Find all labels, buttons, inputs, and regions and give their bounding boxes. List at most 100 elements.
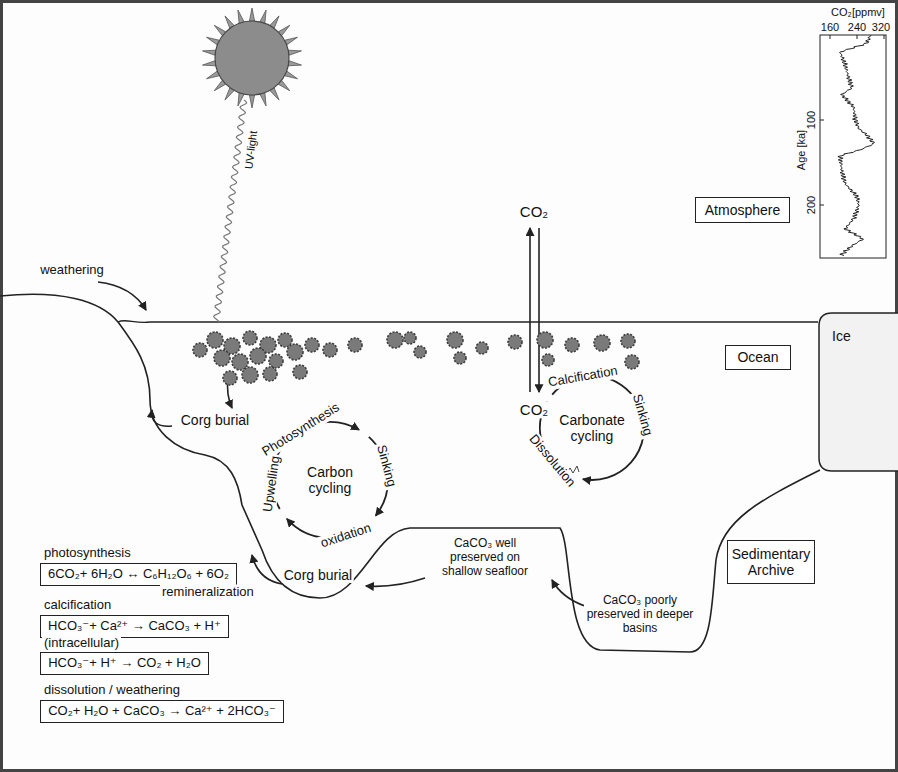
axis-label: 320 <box>870 21 892 34</box>
coccolithophore <box>542 354 554 366</box>
compartment-box: Atmosphere <box>695 197 790 223</box>
burial-arrow <box>252 555 282 584</box>
sun-ray <box>238 10 244 23</box>
sun-ray <box>260 10 266 23</box>
ice-outline <box>818 312 898 472</box>
equation-box: CO₂+ H₂O + CaCO₃ → Ca²⁺ + 2HCO₃⁻ <box>40 700 284 723</box>
process-label: CO₂ <box>518 401 550 418</box>
coccolithophore <box>263 367 277 381</box>
coccolithophore <box>508 335 522 349</box>
coccolithophore <box>193 343 207 357</box>
process-label: weathering <box>38 263 106 278</box>
co2-up-arrow <box>529 228 531 392</box>
uv-beam <box>214 100 247 322</box>
box-text: HCO₃⁻+ Ca²⁺ → CaCO₃ + H⁺ <box>48 619 221 634</box>
equation-caption: photosynthesis <box>42 546 133 561</box>
compartment-box: Sedimentary Archive <box>727 540 815 584</box>
coccolithophore <box>404 332 416 344</box>
coccolithophore <box>621 334 635 348</box>
process-label: CaCO₃ poorly preserved in deeper basins <box>584 594 696 635</box>
process-label: Corg burial <box>282 567 354 583</box>
coccolithophore <box>305 338 319 352</box>
coccolithophore <box>207 332 223 348</box>
sun-ray <box>288 61 301 66</box>
process-label: UV-light <box>242 128 260 172</box>
equation-caption: (intracellular) <box>42 636 121 651</box>
equation-box: HCO₃⁻+ H⁺ → CO₂ + H₂O <box>40 652 209 675</box>
axis-label: Age [ka] <box>795 128 808 172</box>
coccolithophore <box>387 332 403 348</box>
coccolithophore <box>565 338 579 352</box>
box-text: CO₂+ H₂O + CaCO₃ → Ca²⁺ + 2HCO₃⁻ <box>48 704 276 719</box>
equation-caption: remineralization <box>160 585 256 600</box>
box-text: Atmosphere <box>705 202 780 218</box>
box-text: Ice <box>832 328 851 344</box>
process-label: CaCO₃ well preserved on shallow seafloor <box>427 537 543 578</box>
axis-label: 200 <box>805 194 818 216</box>
box-text: Ocean <box>737 349 778 365</box>
illustration-strokes <box>193 8 884 538</box>
co2-down-arrow <box>538 228 540 392</box>
axis-tick <box>857 35 858 39</box>
axis-label: 240 <box>846 21 868 34</box>
coccolithophore <box>537 332 553 348</box>
sea-surface <box>118 321 818 323</box>
chart-frame <box>820 35 886 258</box>
coccolithophore <box>269 354 283 368</box>
coccolithophore <box>476 342 488 354</box>
compartment-box: Ocean <box>725 345 791 370</box>
axis-tick <box>820 120 824 121</box>
process-label: oxidation <box>317 520 375 552</box>
axis-tick <box>820 205 824 206</box>
preservation-arrow <box>552 580 585 606</box>
process-label: Carbonate cycling <box>551 412 633 444</box>
process-label: Sinking <box>373 442 400 491</box>
axis-label: 160 <box>819 21 841 34</box>
process-label: Photosynthesis <box>258 399 344 461</box>
coccolithophore <box>293 365 307 379</box>
equation-box: 6CO₂+ 6H₂O ↔ C₆H₁₂O₆ + 6O₂ <box>40 563 237 586</box>
sun-ray <box>260 93 266 106</box>
coccolithophore <box>454 352 466 364</box>
axis-tick <box>884 35 885 39</box>
process-label: Carbon cycling <box>297 464 363 496</box>
process-label: CO₂ <box>518 203 550 220</box>
axis-label: CO₂[ppmv] <box>829 6 887 19</box>
coccolithophore <box>250 348 266 364</box>
box-text: HCO₃⁻+ H⁺ → CO₂ + H₂O <box>48 656 201 671</box>
weathering-arrow <box>98 282 146 310</box>
coccolithophore <box>348 338 362 352</box>
sun-ray <box>203 61 216 66</box>
coccolithophore <box>287 344 303 360</box>
burial-arrow <box>152 410 172 426</box>
coccolithophore <box>243 331 257 345</box>
sun-ray <box>238 93 244 106</box>
box-text: 6CO₂+ 6H₂O ↔ C₆H₁₂O₆ + 6O₂ <box>48 567 229 582</box>
coccolithophore <box>414 346 426 358</box>
coccolithophore <box>214 350 230 366</box>
equation-caption: dissolution / weathering <box>42 683 182 698</box>
coccolithophore <box>242 367 258 383</box>
preservation-arrow <box>366 578 425 586</box>
coccolithophore <box>223 371 237 385</box>
coccolithophore <box>447 332 463 348</box>
process-label: Calcification <box>545 363 621 391</box>
ice-outline <box>819 313 898 471</box>
flow-arrows <box>98 228 585 606</box>
coccolithophore <box>594 335 610 351</box>
sun-ray <box>249 8 254 21</box>
axis-label: 100 <box>805 109 818 131</box>
sun-ray <box>288 50 301 55</box>
process-label: Corg burial <box>179 412 251 428</box>
coccolithophore <box>323 343 337 357</box>
co2-record <box>838 35 875 256</box>
process-label: Upwelling <box>260 453 283 515</box>
ice-sheet: Ice <box>818 312 898 472</box>
sun-ray <box>249 95 254 108</box>
sun <box>215 21 289 95</box>
axis-tick <box>830 35 831 39</box>
coccolithophore <box>625 355 639 369</box>
sun-ray <box>203 50 216 55</box>
